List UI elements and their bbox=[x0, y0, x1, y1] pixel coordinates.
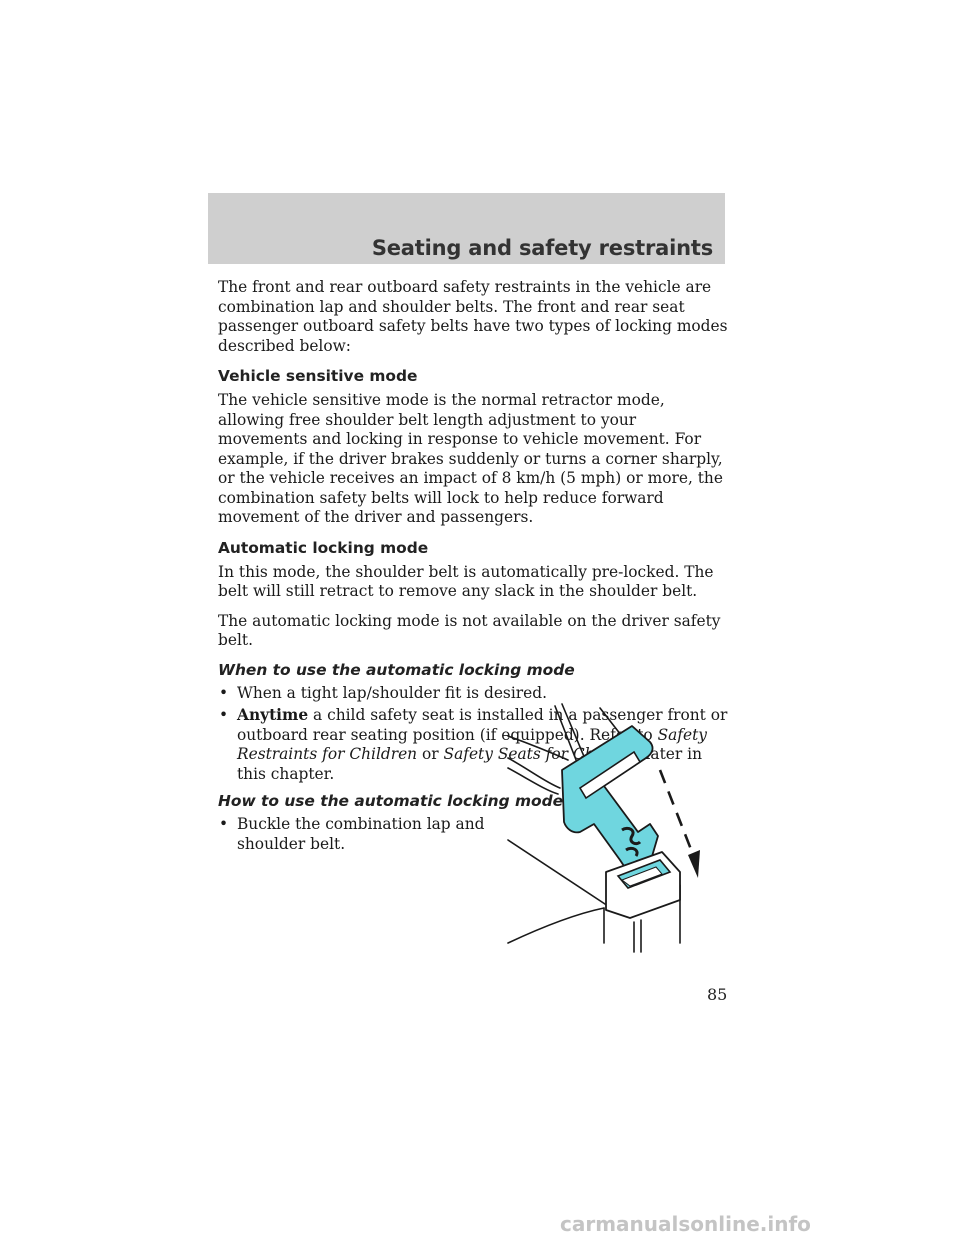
list-item-text: When a tight lap/shoulder fit is desired… bbox=[237, 683, 547, 702]
section-title: Seating and safety restraints bbox=[371, 236, 713, 260]
list-item: • Buckle the combination lap and shoulde… bbox=[218, 815, 492, 854]
arrow-down-icon bbox=[688, 850, 700, 878]
heading-automatic-locking: Automatic locking mode bbox=[218, 538, 429, 557]
intro-paragraph: The front and rear outboard safety restr… bbox=[218, 278, 728, 355]
vehicle-sensitive-paragraph: The vehicle sensitive mode is the normal… bbox=[218, 391, 723, 526]
how-to-use-list: • Buckle the combination lap and shoulde… bbox=[218, 815, 728, 854]
heading-when-to-use: When to use the automatic locking mode bbox=[218, 660, 575, 679]
reference-safety-restraints: Safety Restraints for Children bbox=[237, 725, 707, 764]
automatic-locking-paragraph-1: In this mode, the shoulder belt is autom… bbox=[218, 562, 714, 601]
bullet-icon: • bbox=[219, 683, 229, 702]
buckle-tongue bbox=[561, 725, 659, 879]
list-item-text: later in this chapter. bbox=[237, 745, 702, 783]
list-item-text: or bbox=[417, 745, 444, 763]
page-content: The front and rear outboard safety restr… bbox=[218, 278, 728, 862]
list-item: • When a tight lap/shoulder fit is desir… bbox=[218, 684, 728, 704]
seatbelt-buckle-illustration bbox=[507, 703, 700, 953]
watermark: carmanualsonline.info bbox=[560, 1212, 811, 1236]
buckle-receptacle bbox=[605, 851, 681, 919]
when-to-use-list: • When a tight lap/shoulder fit is desir… bbox=[218, 684, 728, 785]
list-item-text: a child safety seat is installed in a pa… bbox=[237, 706, 728, 744]
heading-how-to-use: How to use the automatic locking mode bbox=[218, 792, 564, 810]
list-item: • Anytime a child safety seat is install… bbox=[218, 706, 728, 784]
page-number: 85 bbox=[707, 985, 728, 1004]
list-item-text: Buckle the combination lap and shoulder … bbox=[237, 815, 485, 853]
bullet-icon: • bbox=[219, 706, 229, 724]
automatic-locking-paragraph-2: The automatic locking mode is not availa… bbox=[218, 611, 721, 650]
header-band: Seating and safety restraints bbox=[208, 193, 725, 264]
bullet-icon: • bbox=[219, 815, 229, 833]
emphasis-anytime: Anytime bbox=[237, 706, 309, 724]
heading-vehicle-sensitive: Vehicle sensitive mode bbox=[218, 367, 418, 385]
